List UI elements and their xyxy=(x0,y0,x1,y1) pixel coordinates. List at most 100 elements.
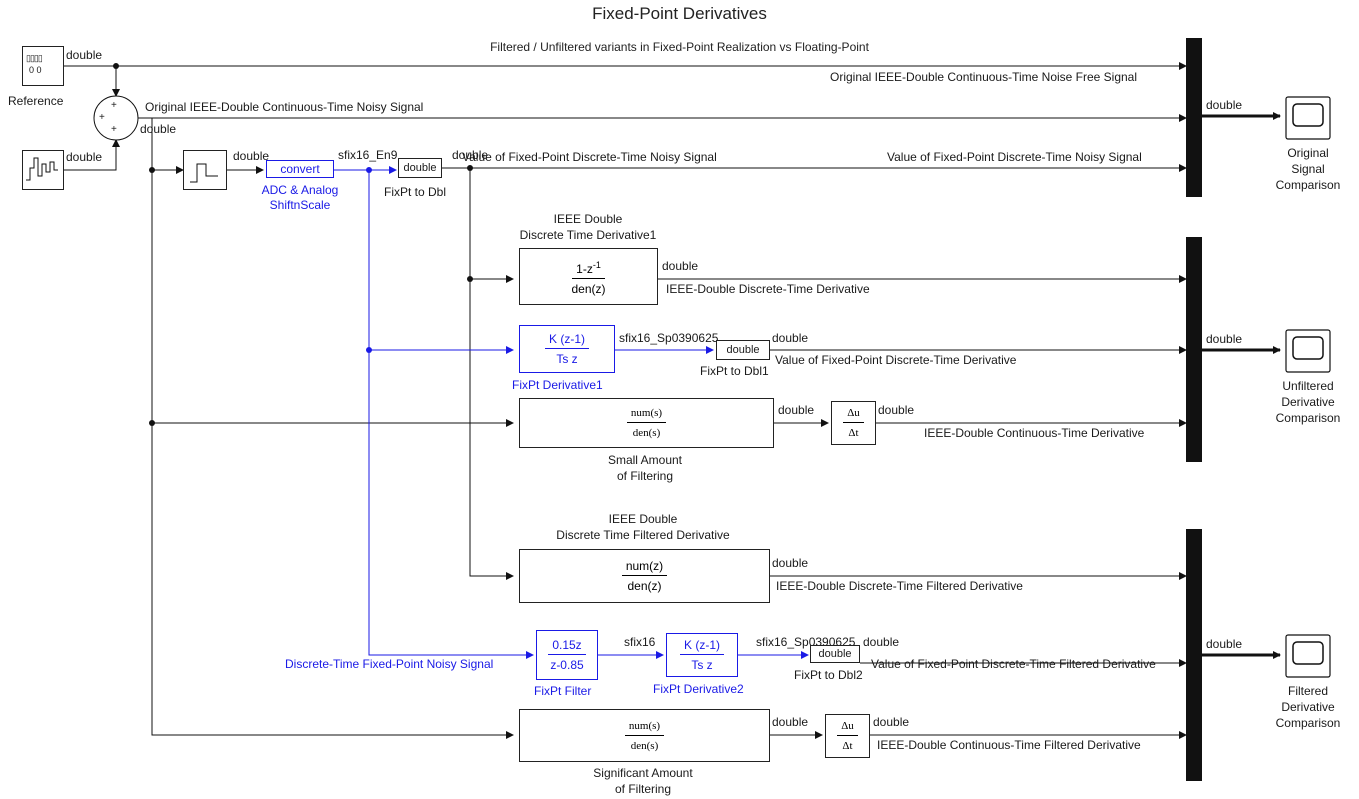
scope2-label-3: Comparison xyxy=(1275,411,1341,425)
deriv-sig-type-label: double xyxy=(873,715,910,729)
scope1-label-3: Comparison xyxy=(1275,178,1341,192)
disc-deriv-type-label: double xyxy=(662,259,699,273)
disc-filt-deriv-block[interactable]: num(z) den(z) xyxy=(519,549,770,603)
fixpt-deriv2-num: K (z-1) xyxy=(680,638,724,655)
wire-noise-to-sum xyxy=(64,139,120,171)
zoh-type-label: double xyxy=(233,149,270,163)
sum-plus-bottom: + xyxy=(111,124,117,135)
convert-label-1: ADC & Analog xyxy=(261,183,339,197)
fixpt-to-dbl-block[interactable]: double xyxy=(398,158,442,178)
fixpt-deriv1-block[interactable]: K (z-1) Ts z xyxy=(519,325,615,373)
wire-fixpt-branch xyxy=(469,168,514,580)
fixpt-deriv1-num: K (z-1) xyxy=(545,332,589,349)
disc-filt-title-2: Discrete Time Filtered Derivative xyxy=(556,528,730,542)
noise-source-block[interactable] xyxy=(22,150,64,190)
fixpt-filter-block[interactable]: 0.15z z-0.85 xyxy=(536,630,598,680)
mux-3[interactable] xyxy=(1186,529,1202,781)
page-title: Fixed-Point Derivatives xyxy=(592,4,767,23)
scope-frame-1 xyxy=(1285,96,1331,140)
disc-filt-title-1: IEEE Double xyxy=(608,512,678,526)
deriv-small-num: Δu xyxy=(843,406,864,423)
sum-type-label: double xyxy=(140,122,177,136)
page-subtitle: Filtered / Unfiltered variants in Fixed-… xyxy=(490,40,869,54)
fixpt-deriv1-den: Ts z xyxy=(556,352,578,366)
deriv-small-den: Δt xyxy=(848,427,859,439)
sig-filter-den: den(s) xyxy=(630,739,659,752)
reference-block[interactable]: ▯▯▯▯ 0 0 xyxy=(22,46,64,86)
small-filter-label-1: Small Amount xyxy=(607,453,683,467)
deriv-small-block[interactable]: Δu Δt xyxy=(831,401,876,445)
cont-deriv-label: IEEE-Double Continuous-Time Derivative xyxy=(924,426,1145,440)
scope1-label-1: Original xyxy=(1287,146,1329,160)
scope-frame-3 xyxy=(1285,634,1331,678)
cont-filt-deriv-label: IEEE-Double Continuous-Time Filtered Der… xyxy=(877,738,1141,752)
noise-free-label: Original IEEE-Double Continuous-Time Noi… xyxy=(830,70,1138,84)
fixpt-filt-deriv-label: Value of Fixed-Point Discrete-Time Filte… xyxy=(871,657,1156,671)
fixpt-to-dbl1-text: double xyxy=(726,344,760,356)
scope1-label-2: Signal xyxy=(1291,162,1325,176)
fixpt-to-dbl-label: FixPt to Dbl xyxy=(384,185,447,199)
fixpt-to-dbl-text: double xyxy=(403,162,437,174)
scope2-label-2: Derivative xyxy=(1281,395,1335,409)
fixpt-to-dbl2-block[interactable]: double xyxy=(810,645,860,663)
scope-screen-1 xyxy=(1292,103,1324,127)
mux1-out-label: double xyxy=(1206,98,1243,112)
fixpt-deriv1-label: FixPt Derivative1 xyxy=(512,378,603,392)
noisy-signal-label: Original IEEE-Double Continuous-Time Noi… xyxy=(145,100,424,114)
mux2-out-label: double xyxy=(1206,332,1243,346)
fixpt-dbl-type-label: double xyxy=(452,148,489,162)
scope3-label-2: Derivative xyxy=(1281,700,1335,714)
mux-2[interactable] xyxy=(1186,237,1202,462)
wire-fixpt-branch-blue xyxy=(368,170,534,659)
disc-deriv1-block[interactable]: 1-z-1 den(z) xyxy=(519,248,658,305)
noise-type-label: double xyxy=(66,150,103,164)
scope-frame-2 xyxy=(1285,329,1331,373)
scope-unfiltered-derivative[interactable] xyxy=(1286,330,1330,372)
disc-filt-num: num(z) xyxy=(621,559,668,576)
convert-text: convert xyxy=(280,162,320,176)
deriv-small-type-label: double xyxy=(878,403,915,417)
fixpt-dbl2-type-label: double xyxy=(863,635,900,649)
fixpt-noisy-right-label: Value of Fixed-Point Discrete-Time Noisy… xyxy=(887,150,1142,164)
small-filter-den: den(s) xyxy=(632,427,661,439)
fixpt-deriv2-block[interactable]: K (z-1) Ts z xyxy=(666,633,738,677)
convert-type-label: sfix16_En9 xyxy=(338,148,398,162)
disc-deriv-label: IEEE-Double Discrete-Time Derivative xyxy=(666,282,870,296)
sig-filter-type-label: double xyxy=(772,715,809,729)
fixpt-filter-label: FixPt Filter xyxy=(534,684,592,698)
mux3-out-label: double xyxy=(1206,637,1243,651)
zoh-icon xyxy=(190,163,218,183)
convert-label-2: ShiftnScale xyxy=(269,198,331,212)
small-filter-block[interactable]: num(s) den(s) xyxy=(519,398,774,448)
fixpt-noisy-left-label: Value of Fixed-Point Discrete-Time Noisy… xyxy=(462,150,717,164)
reference-label: Reference xyxy=(8,94,64,108)
deriv-sig-den: Δt xyxy=(842,740,853,752)
scope-original-signal[interactable] xyxy=(1286,97,1330,139)
mux-1[interactable] xyxy=(1186,38,1202,197)
disc-deriv1-title-1: IEEE Double xyxy=(553,212,623,226)
fixpt-to-dbl2-label: FixPt to Dbl2 xyxy=(794,668,863,682)
disc-filt-den: den(z) xyxy=(627,579,662,593)
small-filter-label-2: of Filtering xyxy=(616,469,674,483)
fixpt-deriv-label: Value of Fixed-Point Discrete-Time Deriv… xyxy=(775,353,1017,367)
disc-filt-deriv-label: IEEE-Double Discrete-Time Filtered Deriv… xyxy=(776,579,1023,593)
zoh-block[interactable] xyxy=(183,150,227,190)
fixpt-filter-type-label: sfix16 xyxy=(624,635,656,649)
reference-icon-bottom: 0 0 xyxy=(29,65,42,75)
fixpt-dbl1-type-label: double xyxy=(772,331,809,345)
fixpt-to-dbl1-label: FixPt to Dbl1 xyxy=(700,364,769,378)
sig-filter-label-1: Significant Amount xyxy=(593,766,693,780)
disc-deriv1-title-2: Discrete Time Derivative1 xyxy=(519,228,657,242)
deriv-sig-block[interactable]: Δu Δt xyxy=(825,714,870,758)
fixpt-deriv2-den: Ts z xyxy=(691,658,713,672)
scope-filtered-derivative[interactable] xyxy=(1286,635,1330,677)
fixpt-deriv1-type-label: sfix16_Sp0390625 xyxy=(619,331,719,345)
significant-filter-block[interactable]: num(s) den(s) xyxy=(519,709,770,762)
fixpt-to-dbl1-block[interactable]: double xyxy=(716,340,770,360)
scope3-label-1: Filtered xyxy=(1287,684,1328,698)
scope-screen-2 xyxy=(1292,336,1324,360)
convert-block[interactable]: convert xyxy=(266,160,334,178)
reference-type-label: double xyxy=(66,48,103,62)
wire-noisy-branch xyxy=(151,118,514,739)
